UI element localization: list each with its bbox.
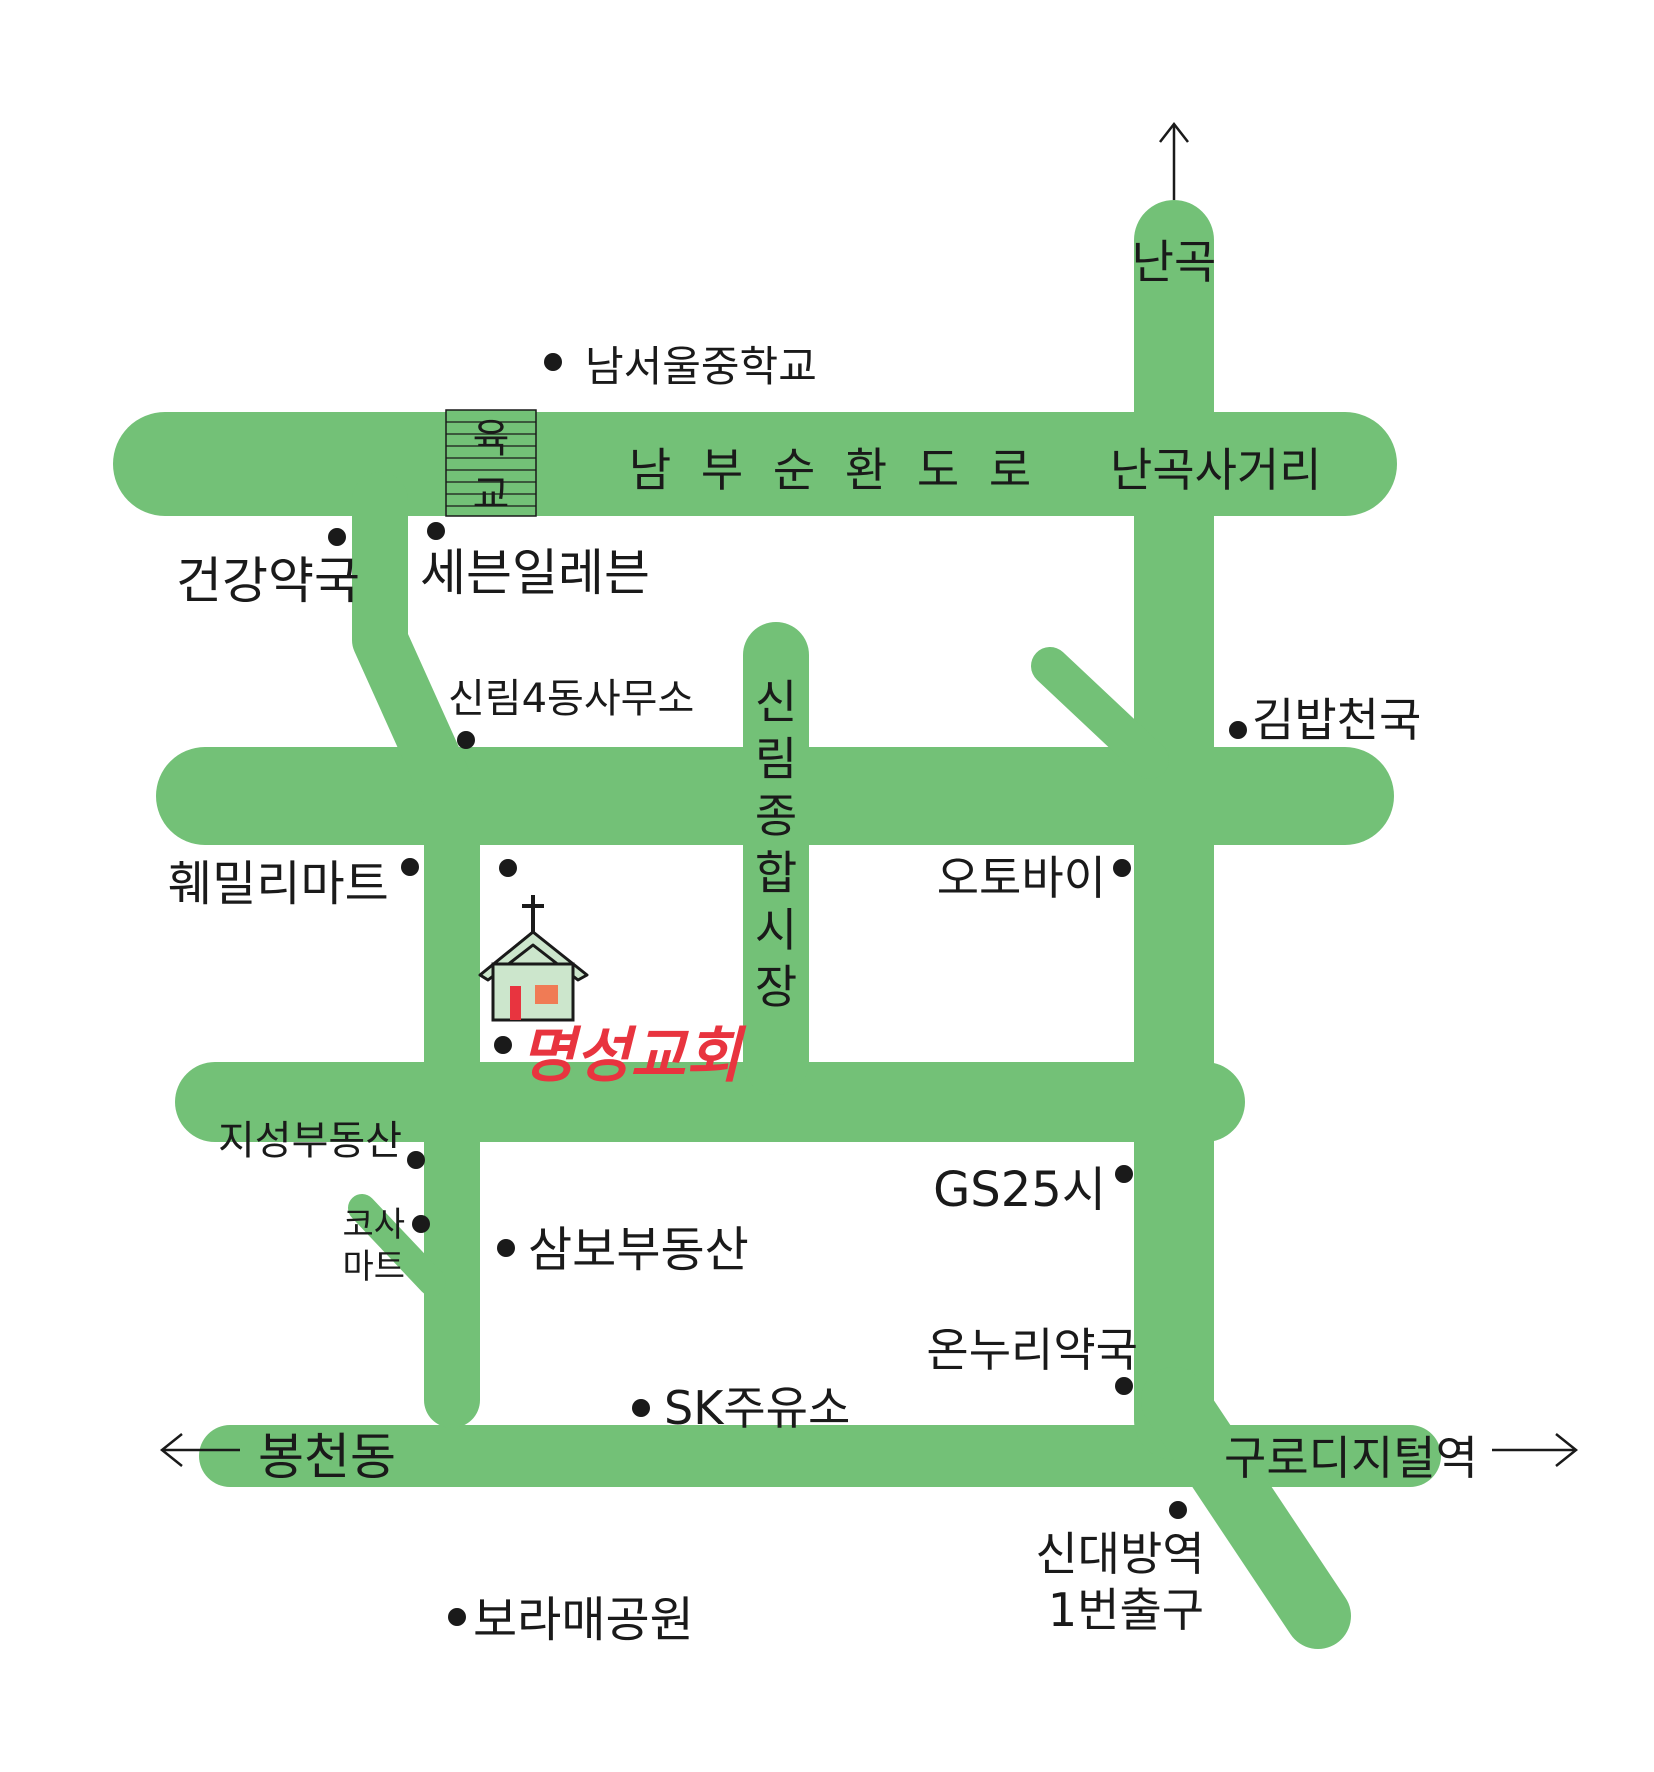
- market-char: 시: [755, 903, 797, 957]
- road-char: 로: [989, 443, 1031, 497]
- label-sambo-realty: 삼보부동산: [528, 1222, 749, 1278]
- road-sindaebang-diagonal: [1141, 1367, 1351, 1649]
- road-name-market: 신 림 종 합 시 장: [755, 675, 797, 1014]
- market-char: 종: [755, 789, 797, 843]
- label-kosa-mart-2: 마트: [342, 1247, 405, 1287]
- market-char: 장: [755, 960, 797, 1014]
- right-arrow-icon: [1492, 1433, 1579, 1467]
- bridge-label-2: 교: [473, 472, 510, 518]
- cross-icon: [522, 895, 544, 932]
- road-left-vertical: [352, 472, 480, 1428]
- location-dot-icon: [497, 1239, 515, 1257]
- location-dots: [328, 353, 1247, 1626]
- road-kosa-branch: [348, 1194, 446, 1296]
- road-nangok-branch: [1031, 647, 1169, 779]
- road-char: 남: [629, 443, 671, 497]
- roads: [113, 200, 1441, 1649]
- label-onnuri-pharmacy: 온누리약국: [926, 1323, 1138, 1377]
- road-char: 순: [773, 443, 815, 497]
- label-sindaebang-2: 1번출구: [1048, 1583, 1204, 1637]
- church-door: [510, 986, 521, 1020]
- label-gimbap-cheonguk: 김밥천국: [1252, 693, 1421, 747]
- label-boramae-park: 보라매공원: [473, 1592, 694, 1648]
- pedestrian-bridge: 육 교: [445, 409, 537, 518]
- market-char: 합: [755, 846, 797, 900]
- left-arrow-icon: [159, 1433, 240, 1467]
- market-char: 신: [755, 675, 797, 729]
- location-dot-icon: [1115, 1377, 1133, 1395]
- location-dot-icon: [494, 1036, 512, 1054]
- location-dot-icon: [499, 859, 517, 877]
- label-kosa-mart-1: 코사: [342, 1205, 405, 1245]
- label-bongcheon: 봉천동: [258, 1428, 396, 1486]
- label-seven-eleven: 세븐일레븐: [420, 544, 650, 602]
- road-char: 환: [845, 443, 887, 497]
- road-name-nambu: 남 부 순 환 도 로: [629, 443, 1031, 497]
- location-dot-icon: [457, 731, 475, 749]
- label-church: 명성교회: [520, 1021, 747, 1091]
- location-dot-icon: [328, 528, 346, 546]
- church-icon: [478, 895, 589, 1022]
- location-dot-icon: [1169, 1501, 1187, 1519]
- label-sillim4-office: 신림4동사무소: [448, 676, 694, 722]
- label-geongang-pharmacy: 건강약국: [176, 552, 360, 610]
- location-dot-icon: [448, 1608, 466, 1626]
- label-family-mart: 훼밀리마트: [168, 856, 389, 912]
- location-dot-icon: [407, 1151, 425, 1169]
- label-sindaebang-1: 신대방역: [1035, 1527, 1204, 1581]
- market-char: 림: [755, 732, 797, 786]
- bridge-body: [445, 409, 537, 517]
- location-dot-icon: [544, 353, 562, 371]
- label-nangok-intersection: 난곡사거리: [1110, 443, 1322, 497]
- church-window: [535, 985, 558, 1004]
- label-autobai: 오토바이: [937, 851, 1106, 905]
- label-gs25: GS25시: [933, 1162, 1106, 1218]
- label-jiseong-realty: 지성부동산: [218, 1118, 402, 1164]
- location-dot-icon: [412, 1215, 430, 1233]
- location-dot-icon: [1229, 721, 1247, 739]
- road-char: 도: [917, 443, 959, 497]
- label-sk-station: SK주유소: [664, 1381, 850, 1435]
- up-arrow-icon: [1159, 121, 1189, 200]
- label-guro-digital: 구로디지털역: [1224, 1431, 1478, 1485]
- label-nangok: 난곡: [1132, 235, 1217, 289]
- location-dot-icon: [427, 522, 445, 540]
- label-namseoul-middle-school: 남서울중학교: [585, 342, 817, 391]
- location-dot-icon: [1115, 1165, 1133, 1183]
- location-dot-icon: [401, 858, 419, 876]
- road-char: 부: [701, 443, 743, 497]
- location-dot-icon: [632, 1399, 650, 1417]
- location-dot-icon: [1113, 859, 1131, 877]
- bridge-label-1: 육: [473, 416, 510, 462]
